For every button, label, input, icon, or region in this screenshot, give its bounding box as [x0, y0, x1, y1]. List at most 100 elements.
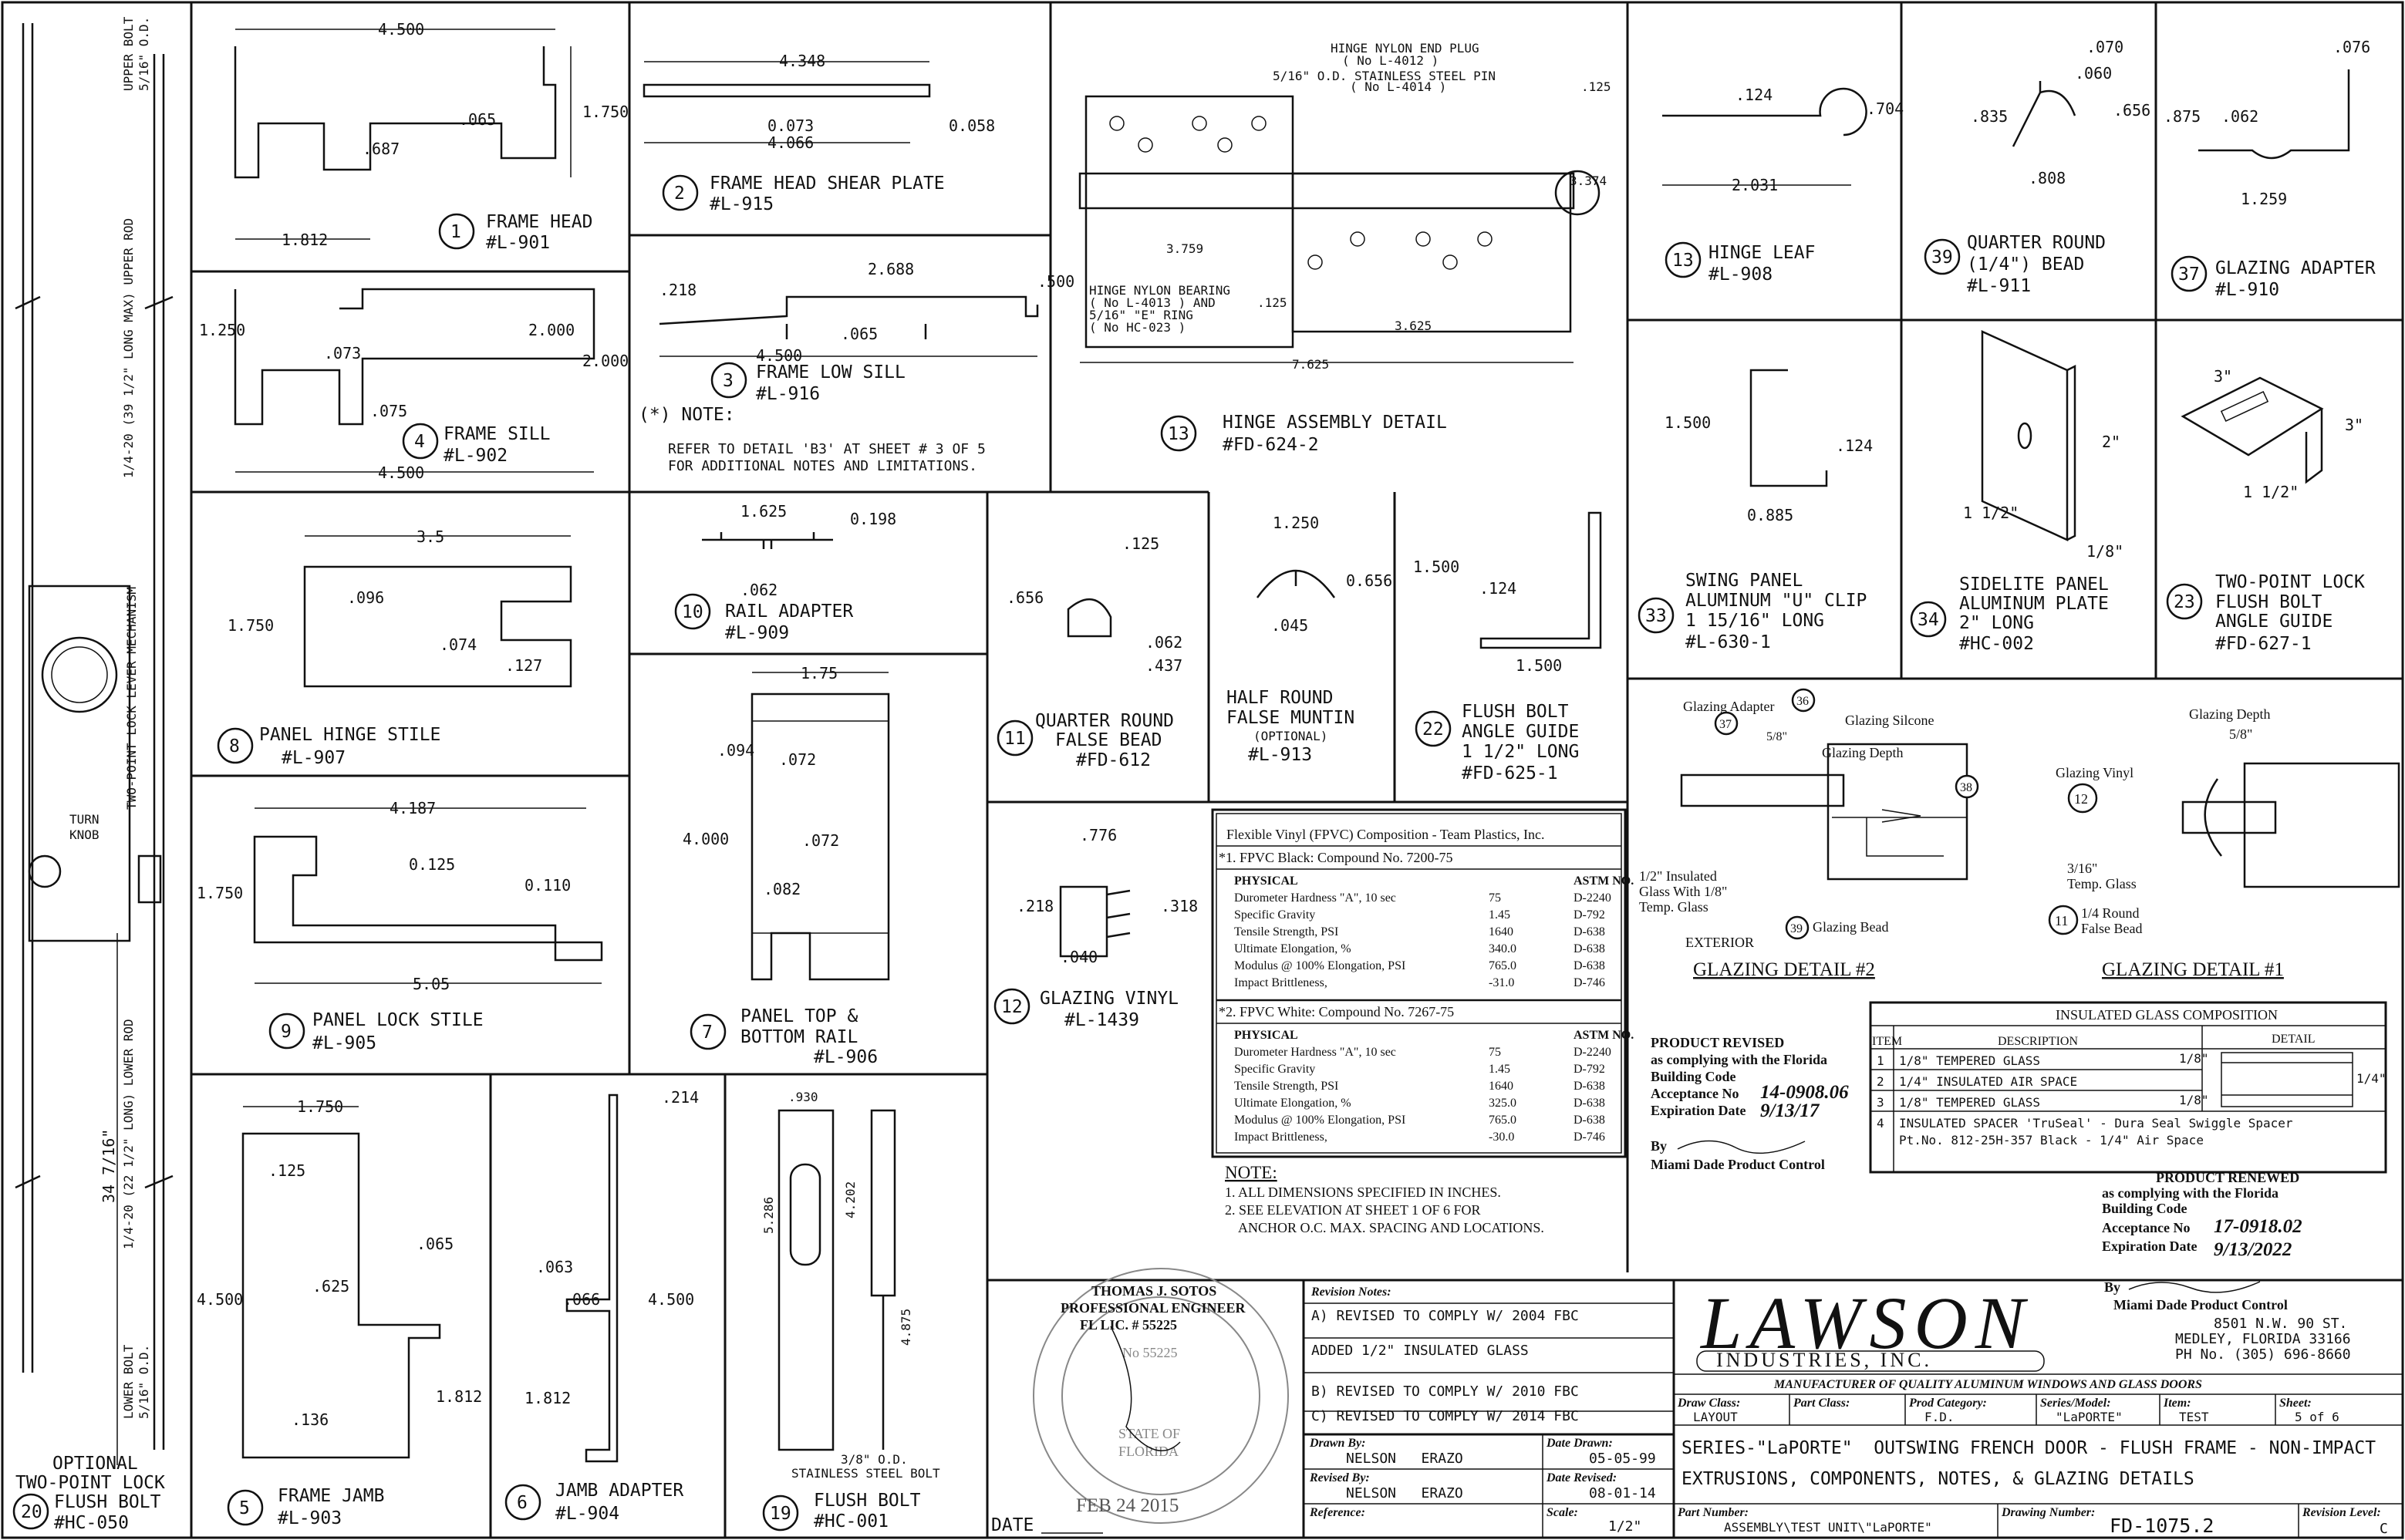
- svg-text:Acceptance No: Acceptance No: [2102, 1220, 2190, 1235]
- svg-text:5/16" "E" RING: 5/16" "E" RING: [1089, 308, 1193, 322]
- svg-text:1.625: 1.625: [740, 502, 787, 521]
- svg-text:4.187: 4.187: [390, 799, 436, 817]
- part-4-name: FRAME SILL: [444, 424, 550, 444]
- part-19-name: FLUSH BOLT: [814, 1491, 921, 1511]
- svg-text:4.500: 4.500: [648, 1290, 694, 1309]
- svg-text:FLORIDA: FLORIDA: [1118, 1444, 1179, 1459]
- svg-text:.125: .125: [1257, 295, 1287, 310]
- title-cell-label: Sheet:: [2279, 1397, 2312, 1410]
- svg-text:.075: .075: [370, 402, 407, 420]
- svg-text:20: 20: [21, 1502, 42, 1522]
- part-20-name2: FLUSH BOLT: [54, 1492, 161, 1512]
- part-22-name2: ANGLE GUIDE: [1462, 722, 1579, 742]
- ig-table-title: INSULATED GLASS COMPOSITION: [2056, 1007, 2278, 1023]
- svg-text:1/8": 1/8": [2086, 542, 2123, 561]
- vinyl-cell: PHYSICAL: [1234, 1029, 1298, 1042]
- svg-text:0.885: 0.885: [1747, 506, 1793, 524]
- part-34-name2: ALUMINUM PLATE: [1959, 594, 2109, 614]
- svg-text:0.656: 0.656: [1346, 571, 1392, 590]
- knob-label: KNOB: [69, 827, 100, 842]
- svg-text:.214: .214: [662, 1088, 699, 1107]
- svg-text:*1. FPVC Black: Compound N: *1. FPVC Black: Compound No. 7200-75: [1219, 850, 1453, 865]
- svg-text:39: 39: [1790, 922, 1803, 935]
- svg-text:3": 3": [2345, 416, 2363, 434]
- ig-item: 3: [1877, 1095, 1884, 1110]
- svg-text:PH No. (305) 696-8660: PH No. (305) 696-8660: [2175, 1346, 2351, 1363]
- svg-text:.656: .656: [2113, 101, 2150, 120]
- part-1-name: FRAME HEAD: [486, 212, 592, 232]
- svg-text:.040: .040: [1061, 948, 1098, 966]
- svg-text:.045: .045: [1271, 616, 1308, 635]
- svg-text:.704: .704: [1867, 99, 1904, 118]
- svg-text:.136: .136: [292, 1410, 329, 1429]
- note-line-2: FOR ADDITIONAL NOTES AND LIMITATIONS.: [668, 458, 977, 474]
- svg-text:12: 12: [1001, 997, 1023, 1017]
- svg-text:A) REVISED TO COMPLY W/ 2004 F: A) REVISED TO COMPLY W/ 2004 FBC: [1311, 1308, 1579, 1324]
- svg-text:.687: .687: [363, 140, 400, 158]
- approval-stamp-1: PRODUCT REVISED as complying with the Fl…: [1651, 1035, 1849, 1172]
- title-cell-label: Part Class:: [1793, 1397, 1850, 1410]
- part-33-name3: 1 15/16" LONG: [1685, 611, 1824, 631]
- lower-rod-label: 1/4-20 (22 1/2" LONG) LOWER ROD: [121, 1019, 136, 1249]
- svg-text:.500: .500: [1037, 272, 1074, 291]
- revision-level: C: [2380, 1521, 2388, 1537]
- svg-text:Building Code: Building Code: [1651, 1069, 1736, 1084]
- lower-bolt-label: LOWER BOLT: [121, 1344, 136, 1419]
- vinyl-cell: D-638: [1574, 1080, 1605, 1093]
- grid-lines: [191, 2, 2403, 1538]
- svg-text:DETAIL: DETAIL: [2272, 1033, 2315, 1046]
- part-20-balloon: [12, 1493, 49, 1530]
- glazing-detail-2: Glazing Adapter 37 36 Glazing Silcone Gl…: [1639, 688, 1979, 980]
- muntin-optional: (OPTIONAL): [1253, 729, 1327, 743]
- svg-text:13: 13: [1168, 424, 1189, 444]
- svg-text:10: 10: [682, 602, 703, 622]
- svg-text:1/4 Round: 1/4 Round: [2081, 905, 2140, 921]
- svg-text:Glazing Depth: Glazing Depth: [1822, 745, 1903, 760]
- svg-text:Revision Level:: Revision Level:: [2302, 1506, 2381, 1519]
- part-10-code: #L-909: [725, 623, 789, 643]
- part-23-name: TWO-POINT LOCK: [2215, 572, 2365, 592]
- svg-text:NELSON ERAZO: NELSON ERAZO: [1346, 1451, 1463, 1467]
- svg-text:5.05: 5.05: [413, 975, 450, 993]
- part-23-angle-guide: 3" 3" 1 1/2" 23 TWO-POINT LOCK FLUSH BOL…: [2166, 367, 2365, 654]
- svg-text:NOTE:: NOTE:: [1225, 1163, 1277, 1182]
- svg-text:*2. FPVC White: Compound N: *2. FPVC White: Compound No. 7267-75: [1219, 1004, 1454, 1019]
- part-7-name: PANEL TOP &: [740, 1006, 858, 1026]
- part-5-code: #L-903: [278, 1508, 342, 1528]
- part-8-code: #L-907: [282, 748, 346, 768]
- svg-text:Glazing Silcone: Glazing Silcone: [1845, 713, 1934, 728]
- part-39-name: QUARTER ROUND: [1967, 233, 2106, 253]
- svg-text:5/8": 5/8": [1766, 730, 1787, 743]
- svg-text:.124: .124: [1735, 86, 1773, 104]
- svg-text:9/13/17: 9/13/17: [1760, 1100, 1820, 1121]
- svg-text:1.250: 1.250: [1273, 514, 1319, 532]
- part-34-name: SIDELITE PANEL: [1959, 575, 2109, 595]
- svg-text:.318: .318: [1161, 897, 1198, 915]
- vinyl-cell: D-638: [1574, 925, 1605, 938]
- svg-text:Date Drawn:: Date Drawn:: [1546, 1437, 1613, 1450]
- svg-text:FEB 24 2015: FEB 24 2015: [1076, 1495, 1179, 1516]
- vinyl-cell: Tensile Strength, PSI: [1234, 1080, 1338, 1093]
- svg-text:4.500: 4.500: [378, 463, 424, 482]
- svg-text:Glass With 1/8": Glass With 1/8": [1639, 884, 1727, 899]
- part-6-jamb-adapter: .214 .063 .066 4.500 1.812 6 JAMB ADAPTE…: [504, 1088, 699, 1524]
- svg-text:8501 N.W. 90 ST.: 8501 N.W. 90 ST.: [2214, 1316, 2347, 1332]
- svg-text:1.750: 1.750: [197, 884, 243, 902]
- vinyl-cell: Ultimate Elongation, %: [1234, 1097, 1351, 1110]
- vinyl-cell: D-2240: [1574, 1046, 1611, 1059]
- vinyl-cell: Durometer Hardness "A", 10 sec: [1234, 1046, 1396, 1059]
- svg-text:Drawn By:: Drawn By:: [1309, 1437, 1365, 1450]
- part-33-code: #L-630-1: [1685, 632, 1771, 652]
- svg-text:.066: .066: [563, 1290, 600, 1309]
- part-37-glazing-adapter: .076 .875 .062 1.259 37 GLAZING ADAPTER …: [2164, 38, 2376, 300]
- vinyl-cell: Impact Brittleness,: [1234, 976, 1327, 989]
- revision-notes: Revision Notes: A) REVISED TO COMPLY W/ …: [1304, 1286, 1674, 1538]
- svg-text:0.058: 0.058: [949, 116, 995, 135]
- part-12-glazing-vinyl: .776 .218 .318 .040 12 GLAZING VINYL #L-…: [993, 826, 1198, 1030]
- part-22-angle-guide: 1.500 .124 1.500 22 FLUSH BOLT ANGLE GUI…: [1413, 511, 1602, 783]
- svg-text:ADDED 1/2" INSULATED GLASS: ADDED 1/2" INSULATED GLASS: [1311, 1343, 1529, 1359]
- part-23-name3: ANGLE GUIDE: [2215, 612, 2332, 632]
- part-13-hinge-leaf: .124 .704 2.031 13 HINGE LEAF #L-908: [1662, 86, 1904, 285]
- part-6-name: JAMB ADAPTER: [555, 1481, 683, 1501]
- svg-text:14-0908.06: 14-0908.06: [1760, 1082, 1849, 1103]
